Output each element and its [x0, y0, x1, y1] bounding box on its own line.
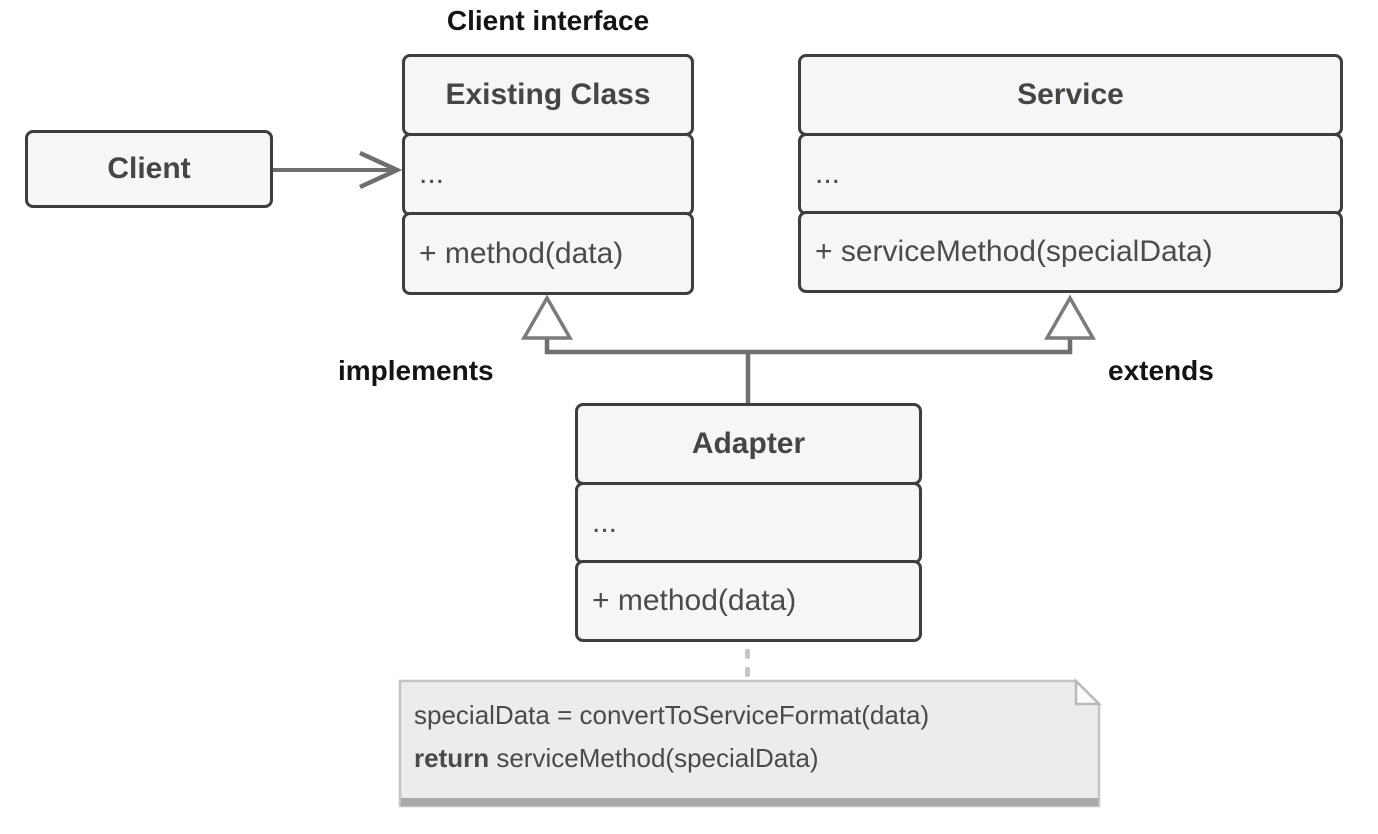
- adapter-title: Adapter: [691, 427, 806, 460]
- inheritance-connectors: [520, 294, 1097, 406]
- adapter-box: Adapter ... + method(data): [575, 403, 922, 642]
- inheritance-triangle-left-icon: [520, 294, 574, 340]
- existing-class-title-compartment: Existing Class: [402, 54, 694, 136]
- existing-class-method-compartment: + method(data): [402, 212, 694, 295]
- service-method: + serviceMethod(specialData): [815, 235, 1213, 268]
- client-box: Client: [25, 130, 273, 208]
- existing-class-fields: ...: [419, 157, 445, 190]
- note-fold-icon: [1074, 678, 1102, 706]
- adapter-fields-compartment: ...: [575, 481, 922, 564]
- existing-class-title: Existing Class: [445, 78, 651, 111]
- existing-class-box: Existing Class ... + method(data): [402, 54, 694, 295]
- note-shape: [398, 678, 1102, 808]
- note-line-2: return serviceMethod(specialData): [414, 737, 929, 780]
- adapter-method-compartment: + method(data): [575, 560, 922, 642]
- service-method-compartment: + serviceMethod(specialData): [798, 211, 1343, 293]
- note-return-keyword: return: [414, 743, 490, 773]
- note-connector-dash: [745, 649, 750, 659]
- note-text: specialData = convertToServiceFormat(dat…: [414, 694, 929, 780]
- service-fields-compartment: ...: [798, 132, 1343, 215]
- inheritance-triangle-right-icon: [1043, 294, 1097, 340]
- note-line-1: specialData = convertToServiceFormat(dat…: [414, 700, 930, 730]
- client-interface-label: Client interface: [446, 5, 650, 36]
- service-title: Service: [1017, 78, 1124, 111]
- implements-label: implements: [338, 355, 494, 386]
- existing-class-fields-compartment: ...: [402, 132, 694, 216]
- extends-label: extends: [1108, 355, 1214, 386]
- note-line-2-rest: serviceMethod(specialData): [489, 743, 819, 773]
- note-connector-dash: [745, 667, 750, 677]
- existing-class-method: + method(data): [419, 236, 624, 270]
- adapter-method: + method(data): [592, 584, 797, 617]
- adapter-fields: ...: [592, 505, 618, 539]
- service-box: Service ... + serviceMethod(specialData): [798, 54, 1343, 293]
- client-box-title: Client: [107, 152, 191, 185]
- service-fields: ...: [815, 156, 841, 190]
- adapter-title-compartment: Adapter: [575, 403, 922, 485]
- association-arrow-icon: [273, 150, 403, 190]
- service-title-compartment: Service: [798, 54, 1343, 136]
- pseudocode-note: specialData = convertToServiceFormat(dat…: [397, 678, 1102, 809]
